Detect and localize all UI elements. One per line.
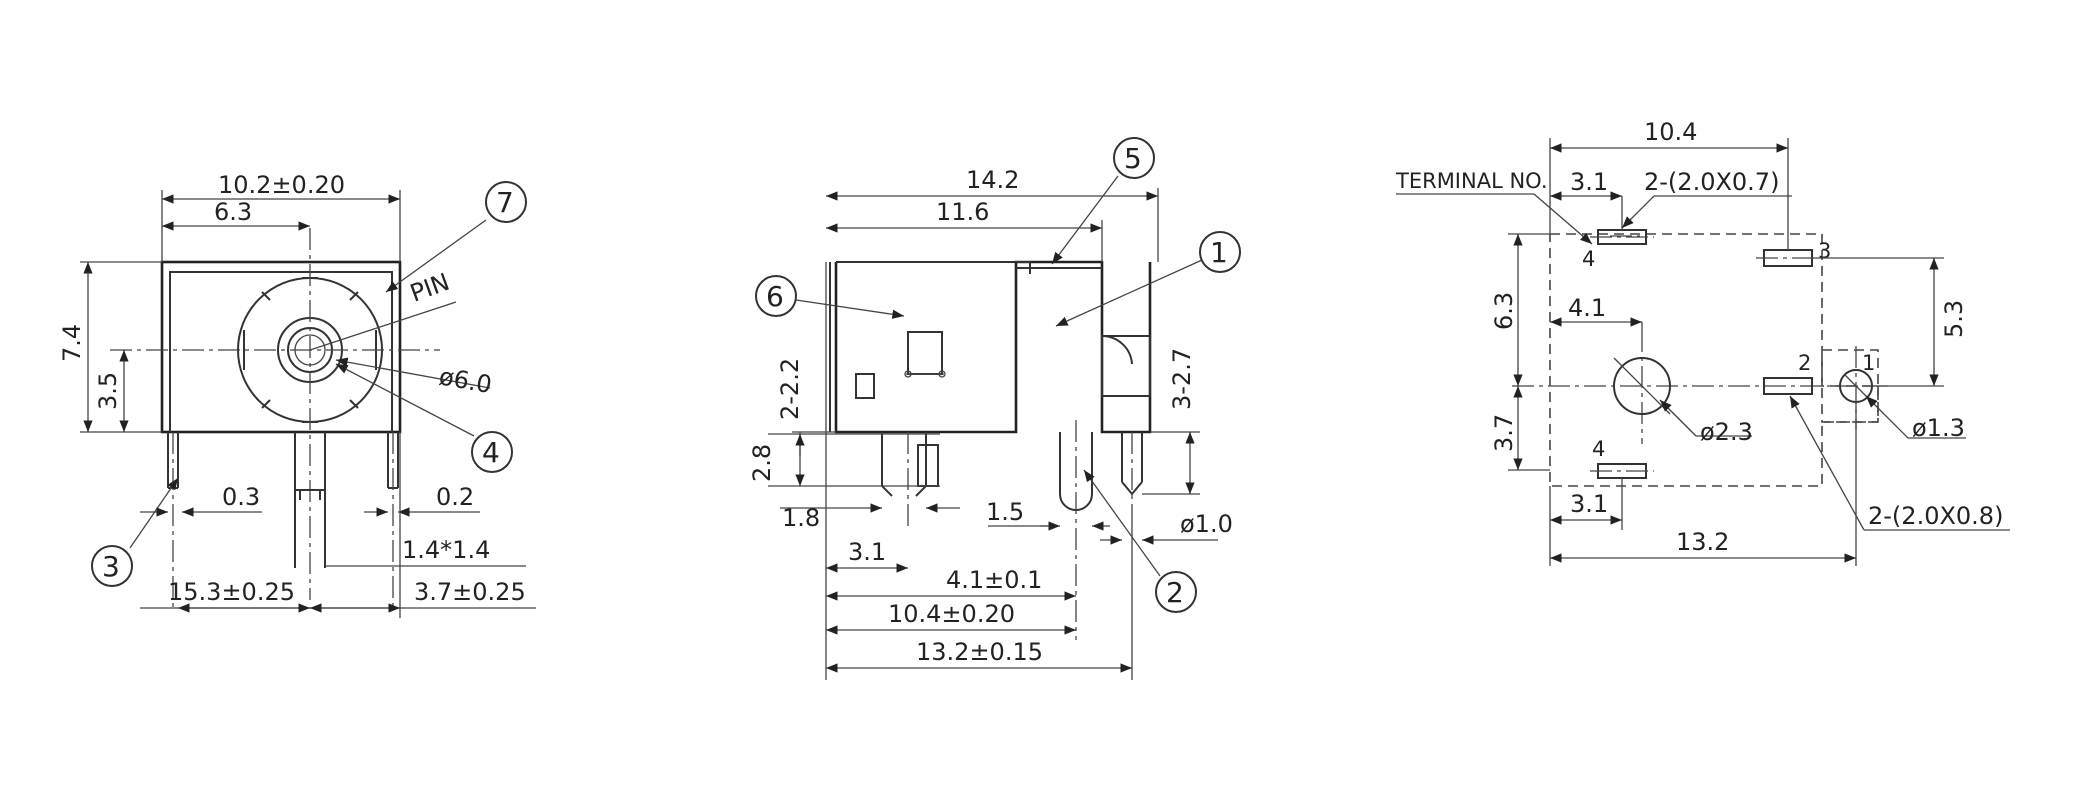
pin-size-dim: 1.4*1.4	[402, 536, 490, 564]
side-callout-6	[755, 275, 797, 317]
svg-text:6: 6	[766, 280, 784, 313]
svg-text:5: 5	[1124, 142, 1142, 175]
front-callout-7	[485, 181, 527, 223]
svg-text:4: 4	[482, 436, 500, 469]
side-pos2-dim: 4.1±0.1	[946, 566, 1042, 594]
front-center-height-dim: 3.5	[94, 372, 122, 410]
side-callout-1	[1199, 231, 1241, 273]
side-pin-dia-dim: ø1.0	[1180, 510, 1233, 538]
pad-2	[1763, 377, 1813, 395]
svg-text:3: 3	[102, 550, 120, 583]
front-view: 10.2±0.20 6.3 7.4 3.5 PIN ø6.0 7 4 3 0.3…	[58, 171, 536, 618]
side-pin-gap-dim: 1.5	[986, 498, 1024, 526]
side-pos4-dim: 13.2±0.15	[916, 638, 1043, 666]
fp-inner-offset-dim: 4.1	[1568, 294, 1606, 322]
terminal-label: TERMINAL NO.	[1395, 169, 1548, 193]
fp-height-upper-dim: 6.3	[1490, 292, 1518, 330]
terminal-4-top: 4	[1582, 247, 1595, 271]
fp-hole-small-dim: ø1.3	[1912, 414, 1965, 442]
front-height-dim: 7.4	[58, 324, 86, 362]
bottom-right-dim: 3.7±0.25	[414, 578, 526, 606]
front-body-outline	[160, 260, 402, 434]
front-callout-3	[91, 545, 133, 587]
side-height-right-dim: 3-2.7	[1168, 348, 1196, 410]
side-overall-dim: 14.2	[966, 166, 1019, 194]
svg-text:7: 7	[496, 186, 514, 219]
fp-pad-top-dim: 2-(2.0X0.7)	[1644, 168, 1779, 196]
terminal-3: 3	[1818, 239, 1831, 263]
side-view: 14.2 11.6 2-2.2 2.8 3-2.7 1.8 1.5 ø1.0 3…	[748, 137, 1241, 680]
side-pin-height-dim: 2.8	[748, 444, 776, 482]
fp-pad-bottom-dim: 2-(2.0X0.8)	[1868, 502, 2003, 530]
fp-top-width-dim: 10.4	[1644, 118, 1697, 146]
fp-right-height-dim: 5.3	[1940, 300, 1968, 338]
side-pin-offset-dim: 1.8	[782, 504, 820, 532]
pin-label: PIN	[406, 268, 453, 308]
side-callout-2	[1155, 571, 1197, 613]
svg-text:1: 1	[1210, 236, 1228, 269]
svg-text:2: 2	[1166, 576, 1184, 609]
bottom-left-dim: 15.3±0.25	[168, 578, 295, 606]
side-callout-5	[1113, 137, 1155, 179]
gap-left-dim: 0.3	[222, 483, 260, 511]
fp-left-offset-dim: 3.1	[1570, 168, 1608, 196]
fp-lower-height-dim: 3.7	[1490, 414, 1518, 452]
side-pos1-dim: 3.1	[848, 538, 886, 566]
fp-hole-large-dim: ø2.3	[1700, 418, 1753, 446]
side-body-dim: 11.6	[936, 198, 989, 226]
gap-right-dim: 0.2	[436, 483, 474, 511]
terminal-1: 1	[1862, 351, 1875, 375]
fp-bottom-width-dim: 13.2	[1676, 528, 1729, 556]
front-diameter-dim: ø6.0	[437, 362, 494, 399]
side-window	[907, 331, 943, 375]
footprint-view: 4 3 2 1 4 10.4 TERMINAL NO. 3.1 2-(2.0X0…	[1395, 118, 2010, 566]
side-pos3-dim: 10.4±0.20	[888, 600, 1015, 628]
side-height-left-dim: 2-2.2	[776, 358, 804, 420]
front-width-dim: 10.2±0.20	[218, 171, 345, 199]
hole-large	[1613, 357, 1671, 415]
terminal-2: 2	[1798, 351, 1811, 375]
terminal-4-bottom: 4	[1592, 437, 1605, 461]
front-callout-4	[471, 431, 513, 473]
front-offset-dim: 6.3	[214, 198, 252, 226]
fp-bottom-offset-dim: 3.1	[1570, 490, 1608, 518]
